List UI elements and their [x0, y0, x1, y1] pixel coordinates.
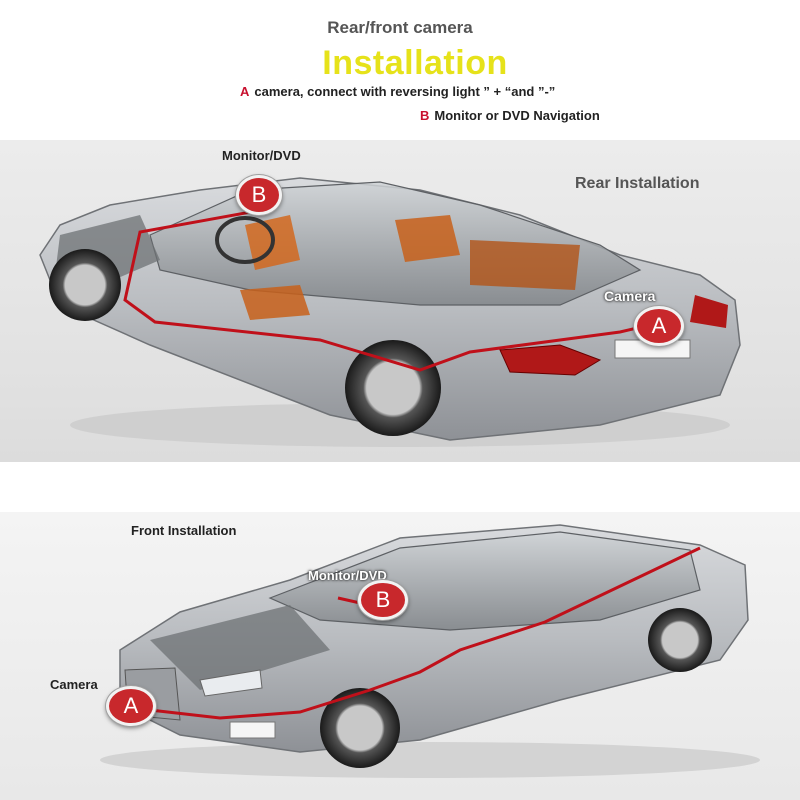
front-monitor-badge: B: [358, 580, 408, 620]
rear-car-rear-wheel: [345, 340, 441, 436]
rear-installation-label: Rear Installation: [575, 175, 700, 192]
rear-car-steering-wheel: [215, 216, 275, 264]
legend-item-b: B Monitor or DVD Navigation: [420, 108, 600, 123]
rear-car: [39, 177, 741, 447]
rear-car-taillight: [690, 295, 728, 328]
front-camera-badge: A: [106, 686, 156, 726]
front-car: [100, 524, 760, 778]
front-car-license-plate: [229, 721, 276, 739]
rear-monitor-badge: B: [236, 175, 282, 215]
subtitle: Rear/front camera: [327, 18, 473, 37]
front-installation-label: Front Installation: [131, 523, 237, 538]
legend-key-b: B: [420, 108, 430, 123]
front-car-front-wheel: [320, 688, 400, 768]
rear-car-seat: [395, 215, 460, 262]
front-camera-label: Camera: [50, 677, 98, 692]
rear-car-front-wheel: [49, 249, 121, 321]
front-car-engine: [150, 605, 330, 690]
rear-car-wire: [123, 208, 651, 372]
legend-key-a: A: [240, 84, 250, 99]
rear-monitor-label: Monitor/DVD: [222, 148, 301, 163]
front-car-wire: [149, 546, 701, 720]
front-car-shadow: [100, 742, 760, 778]
front-car-headlight: [199, 669, 263, 697]
page-title: Installation: [322, 44, 508, 82]
rear-car-seat: [240, 285, 310, 320]
rear-car-seat: [470, 240, 580, 290]
legend-text-b: Monitor or DVD Navigation: [434, 108, 600, 123]
rear-camera-badge: A: [634, 306, 684, 346]
front-car-rear-wheel: [648, 608, 712, 672]
rear-car-taillight: [499, 344, 602, 376]
rear-camera-label: Camera: [604, 288, 656, 304]
legend-text-a: camera, connect with reversing light ” +…: [254, 84, 556, 99]
front-monitor-label: Monitor/DVD: [308, 568, 387, 583]
